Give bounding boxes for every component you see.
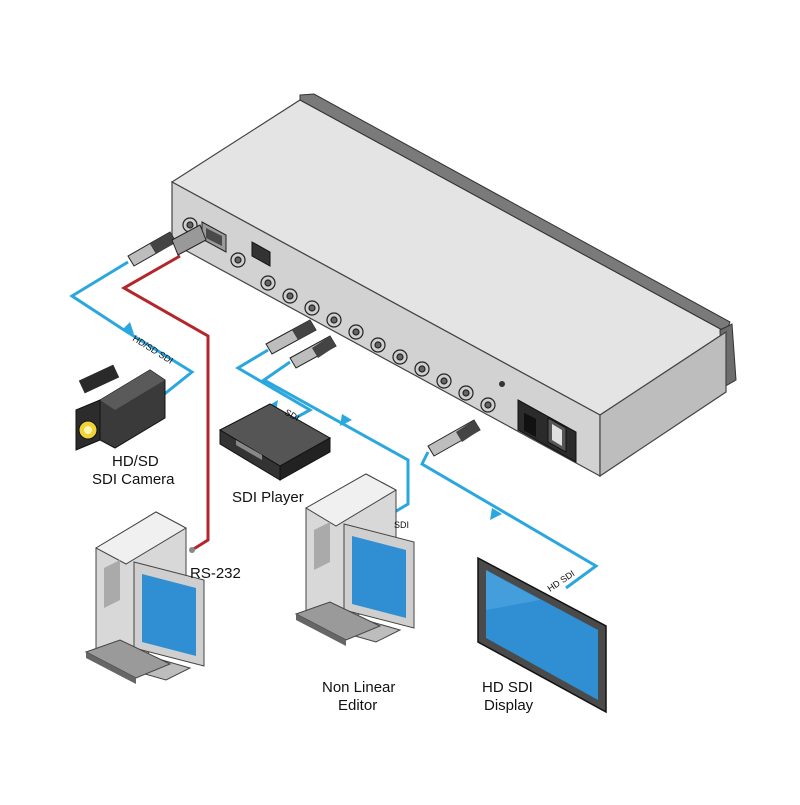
display-label-line1: HD SDI xyxy=(482,679,533,696)
editor-sdi-cable xyxy=(261,360,410,518)
arrow-icon xyxy=(490,508,502,520)
switcher-device xyxy=(170,93,737,478)
camera-icon xyxy=(75,364,166,451)
pc-computer-icon xyxy=(84,511,205,684)
serial-plug xyxy=(171,224,207,256)
rs232-cable xyxy=(120,254,210,552)
bnc-plug xyxy=(265,319,317,355)
display-label-line2: Display xyxy=(484,697,534,714)
sdi-player-icon xyxy=(218,403,332,481)
player-label: SDI Player xyxy=(232,489,304,506)
editor-label-line1: Non Linear xyxy=(322,679,395,696)
bnc-plug xyxy=(427,419,481,457)
bnc-plug xyxy=(289,335,337,369)
editor-label-line2: Editor xyxy=(338,697,377,714)
pc-serial-label: RS-232 xyxy=(190,565,241,582)
arrow-icon xyxy=(340,414,352,426)
editor-cable-label: SDI xyxy=(394,520,409,530)
editor-computer-icon xyxy=(294,473,415,646)
camera-cable-label: HD/SD SDI xyxy=(131,333,175,366)
arrow-icon xyxy=(122,322,134,334)
player-sdi-cable xyxy=(235,348,314,424)
power-inlet xyxy=(517,399,577,463)
display-cable-label: HD SDI xyxy=(546,568,577,593)
display-monitor-icon xyxy=(477,556,607,714)
display-sdi-cable xyxy=(420,451,599,590)
led-indicator xyxy=(499,381,505,387)
ethernet-port xyxy=(251,241,271,267)
bnc-connectors xyxy=(182,217,496,413)
camera-label-line2: SDI Camera xyxy=(92,471,175,488)
camera-label-line1: HD/SD xyxy=(112,453,159,470)
